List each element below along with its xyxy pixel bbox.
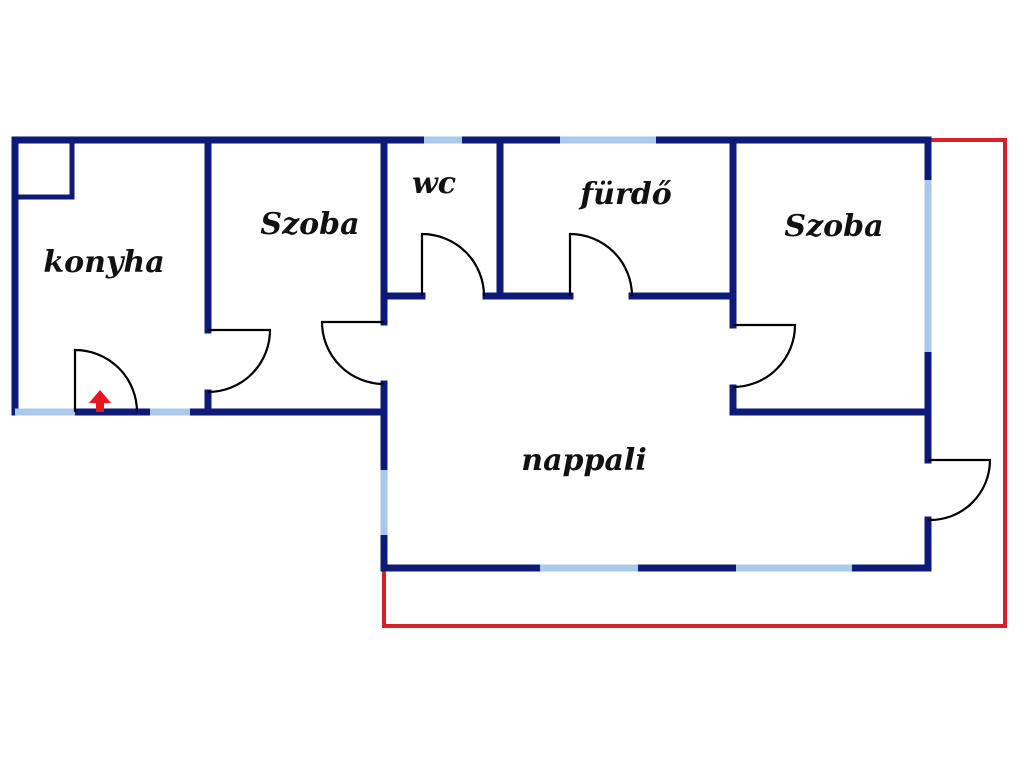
- room-label-wc: wc: [412, 166, 456, 201]
- door-nappali-left: [320, 320, 385, 386]
- door-terrace: [927, 458, 992, 522]
- door-szoba-right: [732, 323, 797, 389]
- room-label-szoba-right: Szoba: [784, 209, 883, 244]
- room-label-szoba-left: Szoba: [260, 207, 359, 242]
- room-label-nappali: nappali: [521, 443, 646, 478]
- door-entrance: [73, 348, 139, 413]
- door-szoba-left: [207, 328, 272, 394]
- property-boundary: [382, 138, 1007, 628]
- door-wc: [420, 232, 486, 297]
- doors: [73, 232, 992, 522]
- windows: [15, 136, 932, 572]
- door-furdo: [568, 232, 634, 297]
- interior-walls: [12, 136, 932, 416]
- room-label-konyha: konyha: [43, 245, 164, 280]
- room-label-furdo: fürdő: [578, 177, 672, 212]
- exterior-walls: [11, 136, 932, 572]
- entrance-arrow-icon: [89, 390, 111, 412]
